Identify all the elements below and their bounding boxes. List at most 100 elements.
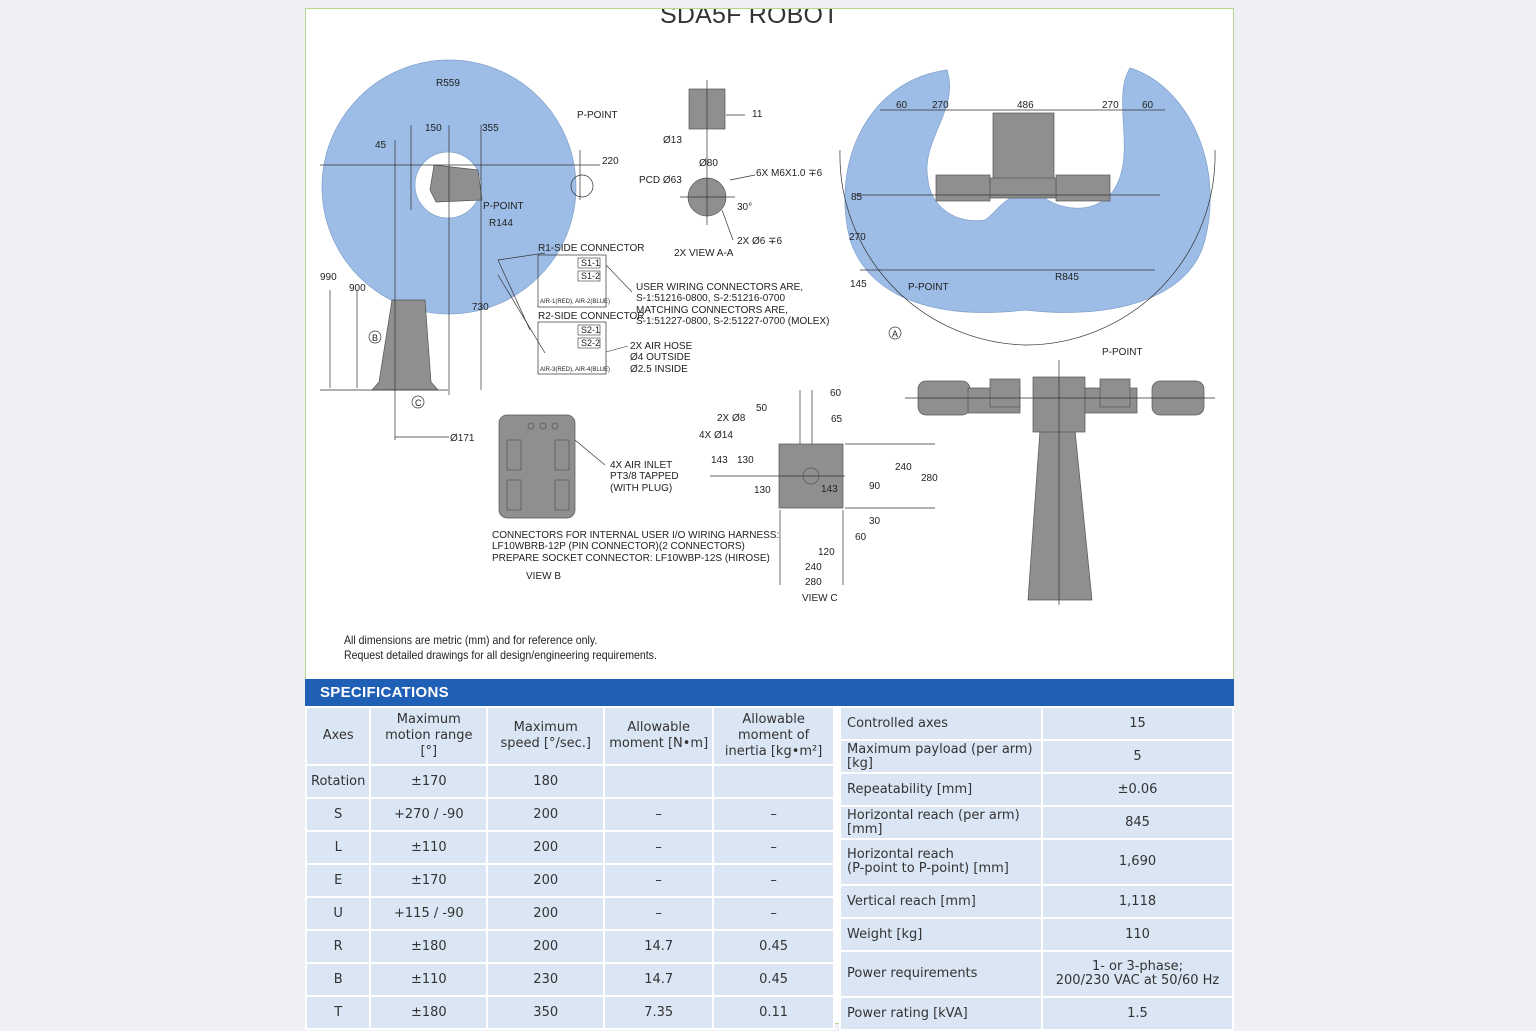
spec-value: 1.5 [1041, 996, 1234, 1031]
dimension-label: Ø4 OUTSIDE [630, 352, 691, 363]
table-cell: 0.45 [712, 962, 835, 997]
table-cell: ±170 [369, 764, 489, 799]
dimension-label: 280 [921, 473, 938, 484]
dimension-label: Ø80 [699, 158, 718, 169]
left-side-view [320, 59, 600, 440]
work-envelope-right [844, 67, 1211, 313]
spec-value: ±0.06 [1041, 772, 1234, 807]
table-cell: – [712, 896, 835, 931]
dimension-label: 486 [1017, 100, 1034, 111]
table-cell: ±180 [369, 929, 489, 964]
spec-value: 1,690 [1041, 838, 1234, 886]
spec-value: 845 [1041, 805, 1234, 840]
table-cell: E [304, 863, 372, 898]
dimension-label: S-1:51227-0800, S-2:51227-0700 (MOLEX) [636, 316, 829, 327]
spec-label: Power rating [kVA] [839, 996, 1043, 1031]
table-cell: – [712, 797, 835, 832]
dimension-label: R1-SIDE CONNECTOR [538, 243, 645, 254]
dimension-label: 270 [932, 100, 949, 111]
dimension-label: 270 [849, 232, 866, 243]
table-cell: 14.7 [603, 962, 715, 997]
dimension-label: P-POINT [1102, 347, 1143, 358]
dimension-label: P-POINT [577, 110, 618, 121]
table-cell: ±170 [369, 863, 489, 898]
dimension-label: PREPARE SOCKET CONNECTOR: LF10WBP-12S (H… [492, 553, 770, 564]
table-cell: B [304, 962, 372, 997]
dimension-label: AIR-1(RED), AIR-2(BLUE) [540, 299, 610, 305]
spec-row: Horizontal reach (per arm) [mm]845 [839, 805, 1234, 840]
dimension-label: 130 [754, 485, 771, 496]
table-cell: 230 [486, 962, 606, 997]
table-cell: R [304, 929, 372, 964]
dimension-label: 60 [830, 388, 842, 399]
dimension-label: PT3/8 TAPPED [610, 471, 679, 482]
dimension-label: 270 [1102, 100, 1119, 111]
front-view-right [905, 360, 1215, 605]
dimension-label: 730 [472, 302, 489, 313]
specifications-header: SPECIFICATIONS [305, 679, 1234, 706]
header-allowable-moment: Allowable moment [N•m] [603, 706, 715, 766]
table-cell: – [603, 896, 715, 931]
header-moment-inertia: Allowable moment of inertia [kg•m²] [712, 706, 835, 766]
dimension-label: 60 [855, 532, 867, 543]
table-cell: 200 [486, 929, 606, 964]
dimension-label: 990 [320, 272, 337, 283]
dimension-label: S1-1 [581, 258, 600, 268]
dimension-label: 355 [482, 123, 499, 134]
table-cell: 350 [486, 995, 606, 1030]
page-title: SDA5F ROBOT [638, 9, 861, 30]
dimension-label: R845 [1055, 272, 1079, 283]
spec-value: 1- or 3-phase;200/230 VAC at 50/60 Hz [1041, 950, 1234, 998]
dimension-label: 11 [752, 109, 763, 120]
dimension-label: 6X M6X1.0 ∓6 [756, 168, 823, 179]
dimension-label: 4X Ø14 [699, 430, 733, 441]
dimension-label: B [372, 333, 378, 343]
dimension-label: P-POINT [483, 201, 524, 212]
dimension-label: AIR-3(RED), AIR-4(BLUE) [540, 367, 610, 373]
dimension-label: 143 [711, 455, 728, 466]
table-cell: – [712, 863, 835, 898]
dimension-label: R2-SIDE CONNECTOR [538, 311, 645, 322]
dimension-label: 60 [1142, 100, 1154, 111]
dimension-label: 2X VIEW A-A [674, 248, 734, 259]
header-max-speed: Maximum speed [°/sec.] [486, 706, 606, 766]
dimension-label: S-1:51216-0800, S-2:51216-0700 [636, 293, 785, 304]
spec-label: Horizontal reach(P-point to P-point) [mm… [839, 838, 1043, 886]
robot-pedestal-front [1027, 429, 1093, 601]
table-cell: 200 [486, 830, 606, 865]
dimension-label: 2X Ø6 ∓6 [737, 236, 783, 247]
dimension-label: LF10WBRB-12P (PIN CONNECTOR)(2 CONNECTOR… [492, 541, 745, 552]
dimension-label: MATCHING CONNECTORS ARE, [636, 305, 788, 316]
dimension-label: 220 [602, 156, 619, 167]
dimension-label: 2X AIR HOSE [630, 341, 693, 352]
dimension-label: 120 [818, 547, 835, 558]
spec-label: Controlled axes [839, 706, 1043, 741]
table-cell: – [712, 830, 835, 865]
table-cell: T [304, 995, 372, 1030]
table-cell: – [603, 797, 715, 832]
spec-label: Vertical reach [mm] [839, 884, 1043, 919]
view-aa-labels: 11 Ø13 Ø80 PCD Ø63 6X M6X1.0 ∓6 30° 2X Ø… [639, 109, 823, 259]
spec-row: Weight [kg]110 [839, 917, 1234, 952]
spec-value: 110 [1041, 917, 1234, 952]
dimension-label: 130 [737, 455, 754, 466]
dimension-label: (WITH PLUG) [610, 483, 672, 494]
dimension-label: Ø13 [663, 135, 682, 146]
table-cell: 0.45 [712, 929, 835, 964]
spec-row: Power rating [kVA]1.5 [839, 996, 1234, 1031]
spec-value: 15 [1041, 706, 1234, 741]
dimension-label: 65 [831, 414, 843, 425]
spec-row: Vertical reach [mm]1,118 [839, 884, 1234, 919]
table-cell: – [603, 830, 715, 865]
spec-row: Repeatability [mm]±0.06 [839, 772, 1234, 807]
table-cell [603, 764, 715, 799]
dimension-label: 143 [821, 484, 838, 495]
dimension-label: 900 [349, 283, 366, 294]
